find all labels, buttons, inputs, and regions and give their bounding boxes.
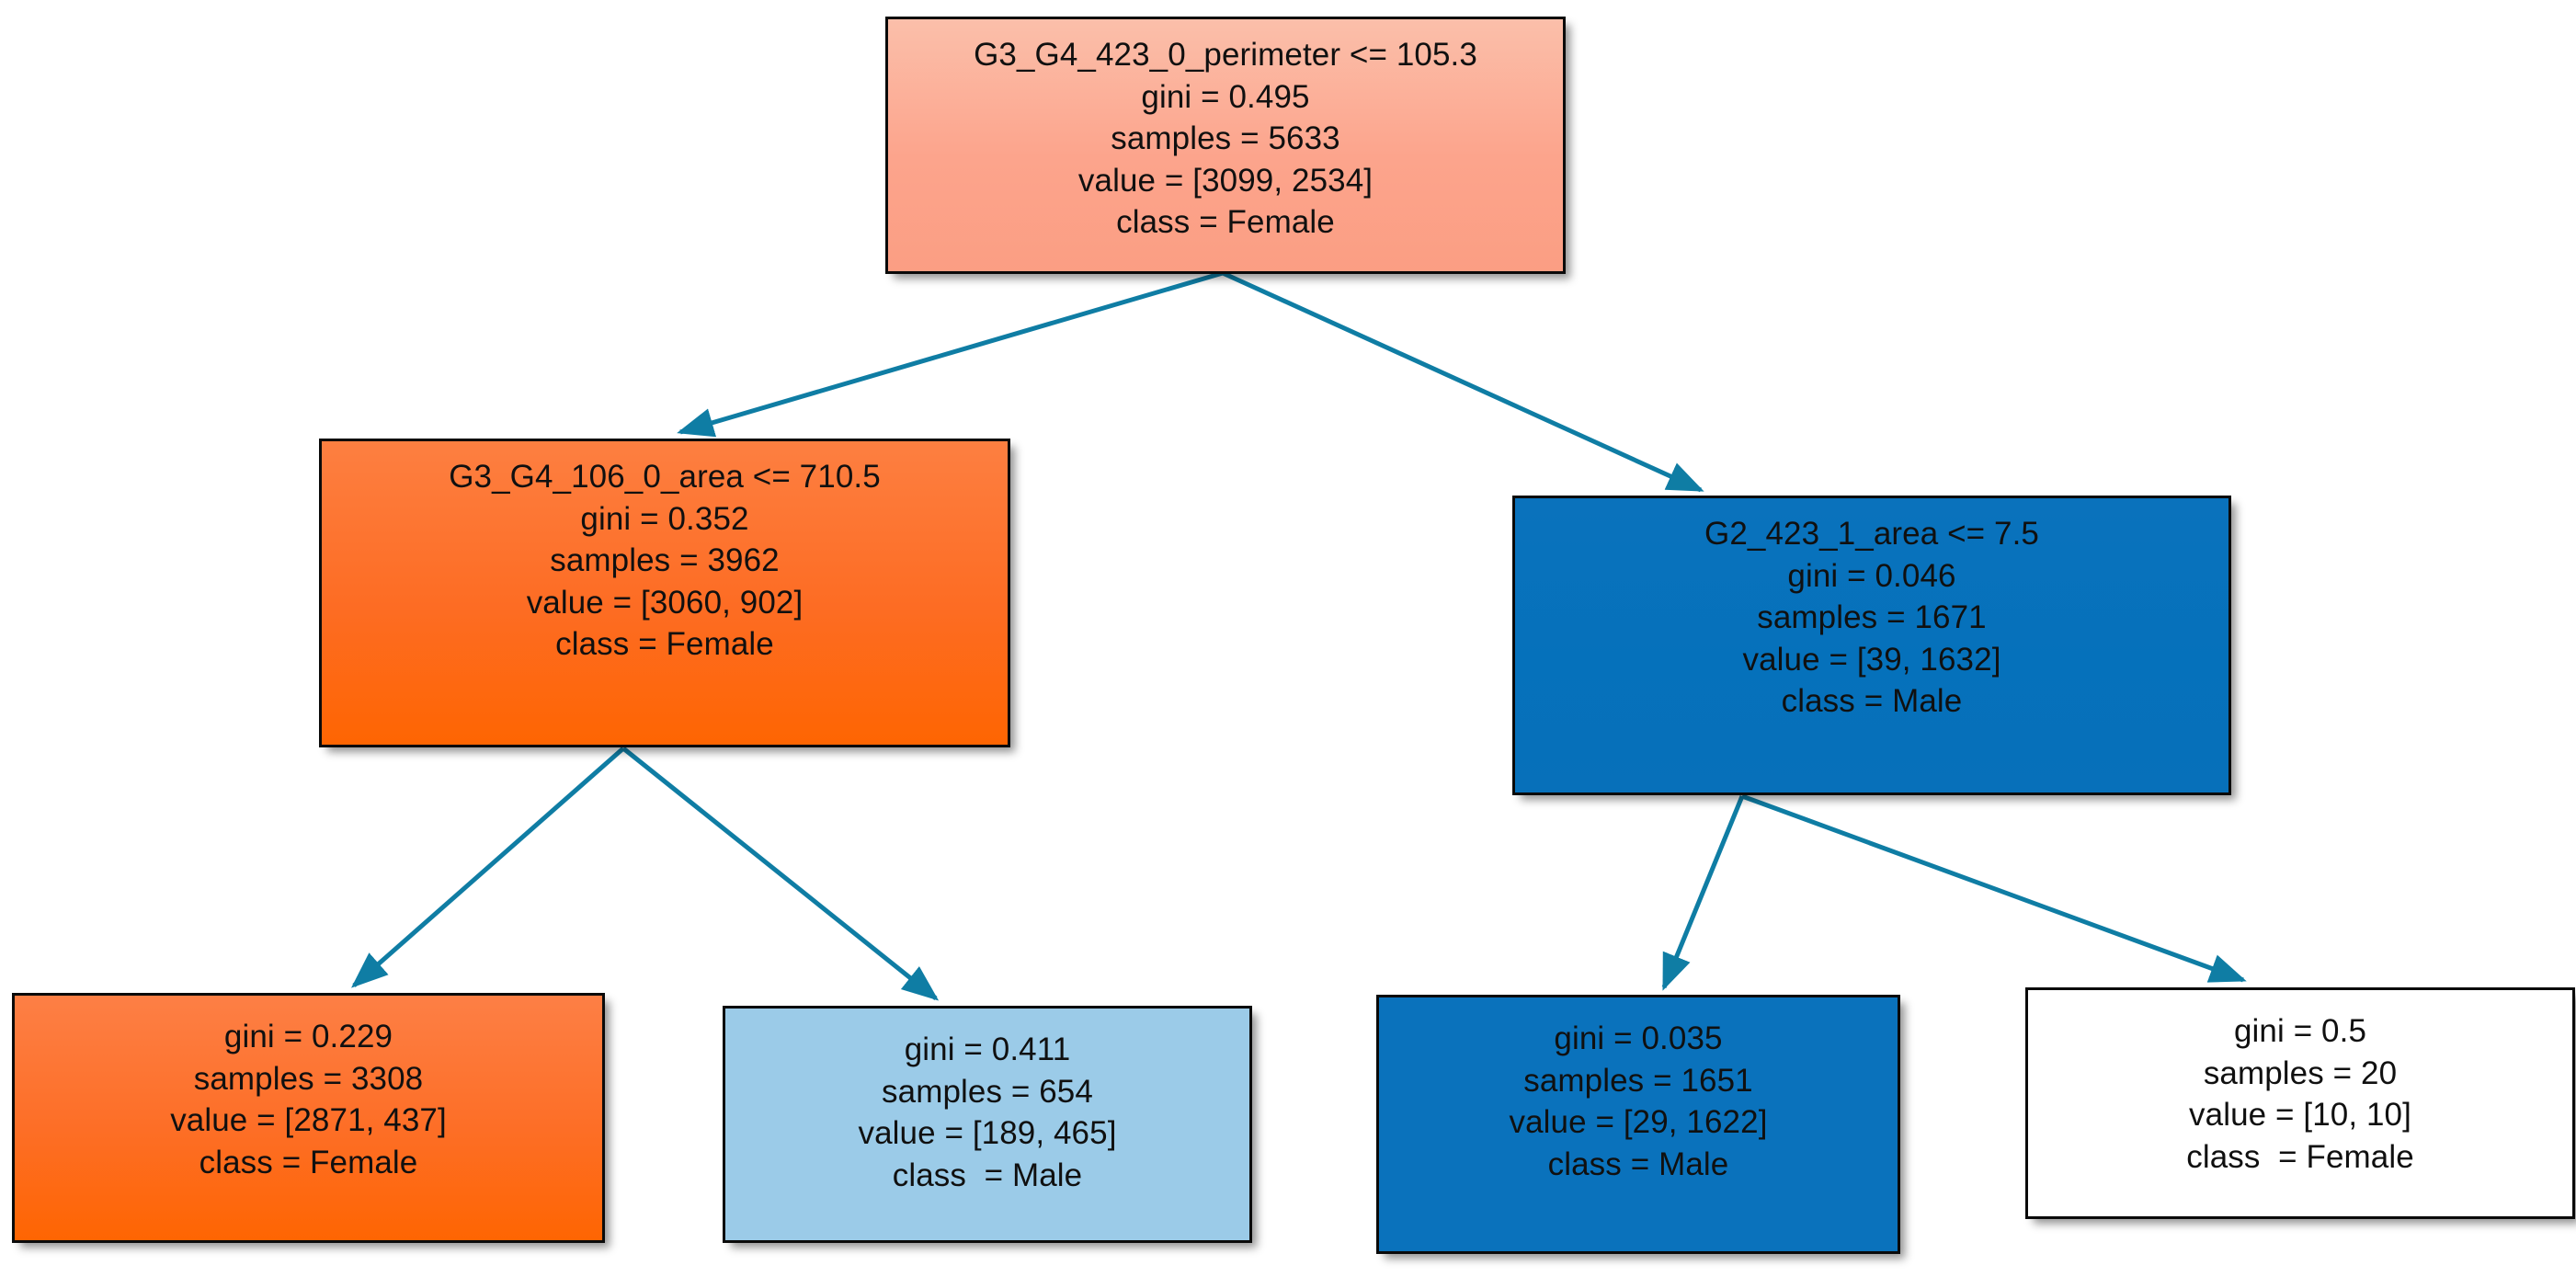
edge-left-to-leaf2 xyxy=(621,747,940,1001)
tree-node-leaf4[interactable]: gini = 0.5 samples = 20 value = [10, 10]… xyxy=(2025,987,2575,1219)
node-samples: samples = 1651 xyxy=(1523,1062,1753,1099)
edge-right-to-leaf3 xyxy=(1661,795,1745,991)
tree-node-leaf3[interactable]: gini = 0.035 samples = 1651 value = [29,… xyxy=(1376,995,1900,1254)
tree-node-right[interactable]: G2_423_1_area <= 7.5 gini = 0.046 sample… xyxy=(1512,496,2231,795)
node-gini: gini = 0.5 xyxy=(2233,1013,2367,1049)
edge-right-to-leaf4 xyxy=(1741,793,2247,983)
node-samples: samples = 20 xyxy=(2203,1054,2398,1091)
edge-root-to-left xyxy=(677,270,1224,438)
node-value: value = [29, 1622] xyxy=(1509,1104,1768,1140)
node-gini: gini = 0.352 xyxy=(580,500,749,537)
node-value: value = [10, 10] xyxy=(2189,1097,2411,1133)
node-samples: samples = 1671 xyxy=(1757,599,1987,635)
node-samples: samples = 3962 xyxy=(550,542,780,578)
node-gini: gini = 0.035 xyxy=(1554,1020,1723,1056)
node-value: value = [39, 1632] xyxy=(1742,641,2001,678)
node-class: class = Female xyxy=(199,1144,418,1180)
node-samples: samples = 654 xyxy=(882,1073,1093,1110)
node-class: class = Female xyxy=(555,626,774,662)
node-class: class = Female xyxy=(1116,204,1335,240)
node-class: class = Male xyxy=(1781,683,1963,719)
node-value: value = [189, 465] xyxy=(858,1115,1117,1151)
node-value: value = [3060, 902] xyxy=(526,584,804,621)
tree-node-leaf1[interactable]: gini = 0.229 samples = 3308 value = [287… xyxy=(12,993,605,1243)
node-gini: gini = 0.411 xyxy=(904,1032,1071,1067)
edge-left-to-leaf1 xyxy=(350,747,625,988)
tree-node-left[interactable]: G3_G4_106_0_area <= 710.5 gini = 0.352 s… xyxy=(319,439,1010,747)
node-condition: G3_G4_106_0_area <= 710.5 xyxy=(449,459,881,495)
node-value: value = [2871, 437] xyxy=(170,1102,447,1138)
node-class: class = Female xyxy=(2186,1138,2414,1175)
node-condition: G2_423_1_area <= 7.5 xyxy=(1704,516,2039,552)
tree-node-leaf2[interactable]: gini = 0.411 samples = 654 value = [189,… xyxy=(723,1006,1252,1243)
tree-node-root[interactable]: G3_G4_423_0_perimeter <= 105.3 gini = 0.… xyxy=(885,17,1566,274)
node-gini: gini = 0.495 xyxy=(1141,78,1310,115)
node-condition: G3_G4_423_0_perimeter <= 105.3 xyxy=(974,37,1477,73)
node-samples: samples = 3308 xyxy=(193,1060,424,1097)
edge-root-to-right xyxy=(1221,270,1704,493)
node-gini: gini = 0.046 xyxy=(1787,557,1956,594)
node-class: class = Male xyxy=(1547,1146,1729,1182)
node-samples: samples = 5633 xyxy=(1111,120,1340,156)
node-gini: gini = 0.229 xyxy=(223,1019,393,1054)
node-value: value = [3099, 2534] xyxy=(1077,162,1373,199)
node-class: class = Male xyxy=(892,1157,1083,1193)
